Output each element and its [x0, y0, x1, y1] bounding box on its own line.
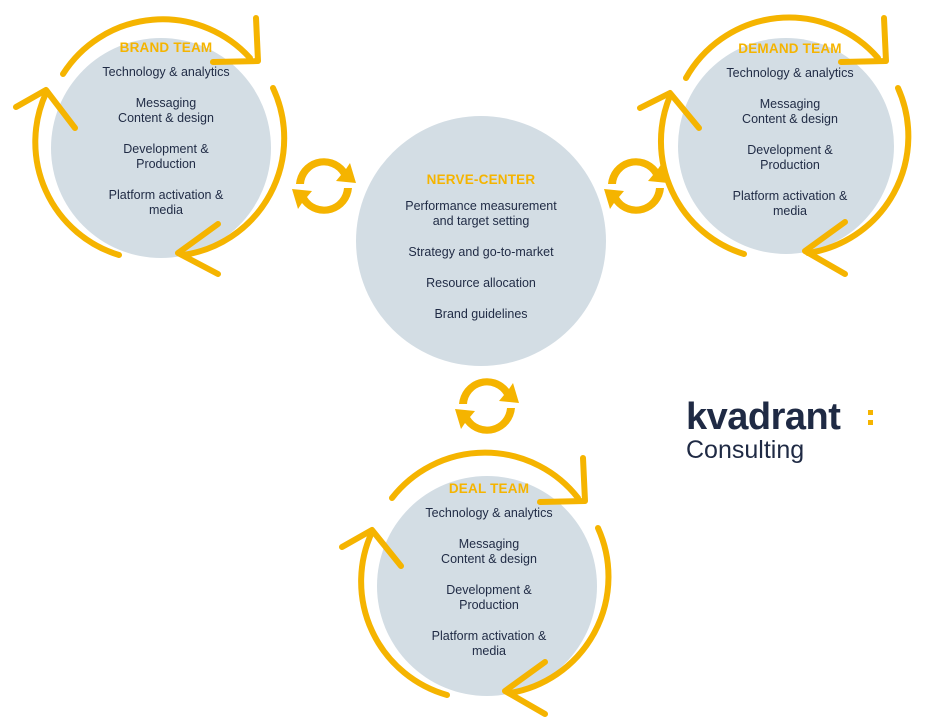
nerve-item-brand-guidelines: Brand guidelines [434, 307, 528, 321]
nerve-center-node: NERVE-CENTER Performance measurement and… [371, 172, 591, 338]
demand-cycle-arrow-icon [637, 14, 912, 277]
brand-item-messaging: Messaging Content & design [118, 96, 214, 125]
deal-item-technology: Technology & analytics [425, 506, 553, 520]
sync-icon-nerve-demand [604, 158, 668, 214]
deal-item-development: Development & Production [446, 583, 532, 612]
brand-cycle-arrow-icon [13, 15, 288, 277]
brand-item-development: Development & Production [123, 142, 209, 171]
nerve-item-resource: Resource allocation [426, 276, 536, 290]
demand-team-node: DEMAND TEAM Technology & analytics Messa… [690, 41, 890, 235]
logo-name: kvadrant [686, 396, 841, 438]
brand-team-title: BRAND TEAM [119, 40, 213, 55]
deal-item-messaging: Messaging Content & design [441, 537, 537, 566]
demand-item-platform: Platform activation & media [732, 189, 848, 218]
logo-subtitle: Consulting [686, 436, 805, 464]
brand-item-technology: Technology & analytics [102, 65, 230, 79]
deal-item-platform: Platform activation & media [431, 629, 547, 658]
logo-dot-bottom [868, 420, 873, 425]
kvadrant-logo: kvadrant Consulting [686, 396, 873, 464]
nerve-item-strategy: Strategy and go-to-market [408, 245, 554, 259]
brand-team-circle [51, 38, 271, 258]
nerve-item-performance: Performance measurement and target setti… [405, 199, 557, 228]
deal-team-circle [377, 476, 597, 696]
deal-team-node: DEAL TEAM Technology & analytics Messagi… [389, 481, 589, 675]
demand-item-technology: Technology & analytics [726, 66, 854, 80]
nerve-center-title: NERVE-CENTER [426, 172, 536, 187]
nerve-center-circle [356, 116, 606, 366]
demand-item-development: Development & Production [747, 143, 833, 172]
brand-team-node: BRAND TEAM Technology & analytics Messag… [66, 40, 266, 234]
demand-team-title: DEMAND TEAM [738, 41, 842, 56]
sync-icon-brand-nerve [292, 158, 356, 214]
brand-item-platform: Platform activation & media [108, 188, 224, 217]
demand-item-messaging: Messaging Content & design [742, 97, 838, 126]
demand-team-circle [678, 38, 894, 254]
sync-icon-nerve-deal [455, 378, 519, 434]
logo-dot-top [868, 410, 873, 415]
deal-team-title: DEAL TEAM [448, 481, 530, 496]
deal-cycle-arrow-icon [339, 449, 612, 717]
